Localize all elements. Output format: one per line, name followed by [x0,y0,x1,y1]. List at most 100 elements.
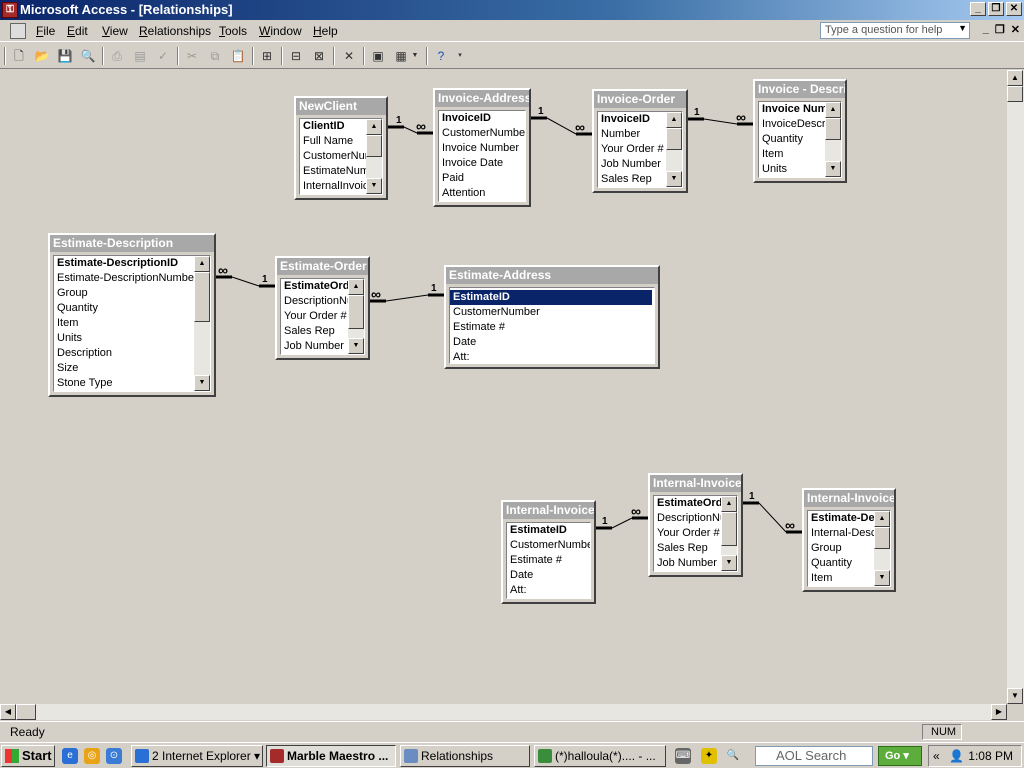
doc-close-button[interactable]: ✕ [1010,24,1020,36]
menu-tools[interactable]: Tools [219,24,248,38]
table-scrollbar[interactable]: ▲▼ [874,511,890,586]
field-item[interactable]: CustomerNumber [442,127,525,139]
field-item[interactable]: InvoiceDescription [762,118,825,130]
menu-file[interactable]: File [36,24,56,38]
table-title[interactable]: NewClient [296,98,386,115]
copy-icon[interactable]: ⧉ [210,49,220,63]
field-item[interactable]: DescriptionNumber [657,512,721,524]
field-item[interactable]: Estimate-DescriptionID [57,257,179,269]
delete-icon[interactable]: ✕ [343,49,355,63]
menu-view[interactable]: View [102,24,128,38]
table-title[interactable]: Invoice-Order [594,91,686,108]
field-item[interactable]: Item [811,572,833,584]
table-title[interactable]: Internal-Invoice-Order [650,475,741,492]
table-title[interactable]: Estimate-Order [277,258,368,275]
field-item[interactable]: EstimateID [510,524,567,536]
field-item[interactable]: ClientID [303,120,345,132]
internet-explorer-icon[interactable]: e [62,748,78,764]
minimize-button[interactable]: _ [970,2,986,16]
table-internal-invoice-order[interactable]: Internal-Invoice-Order EstimateOrdID Des… [648,473,743,577]
table-estimate-description[interactable]: Estimate-Description Estimate-Descriptio… [48,233,216,397]
scroll-left-icon[interactable]: ◀ [0,704,16,720]
table-scrollbar[interactable]: ▲▼ [825,102,841,177]
field-item[interactable]: Att: [453,351,470,363]
table-scrollbar[interactable]: ▲▼ [666,112,682,187]
paste-icon[interactable]: 📋 [230,49,246,63]
task-internet-explorer[interactable]: 2 Internet Explorer ▾ [131,745,263,767]
field-item[interactable]: Attention [442,187,486,199]
field-item[interactable]: InvoiceID [442,112,491,124]
print-preview-icon[interactable]: ▤ [134,49,146,63]
close-button[interactable]: ✕ [1006,2,1022,16]
field-item[interactable]: Invoice Number [762,103,825,115]
show-direct-icon[interactable]: ⊟ [290,49,302,63]
field-item[interactable]: CustomerNumber [510,539,590,551]
field-item[interactable]: Att: [510,584,527,596]
menu-help[interactable]: Help [313,24,338,38]
scroll-down-icon[interactable]: ▼ [1007,688,1023,704]
scroll-up-icon[interactable]: ▲ [1007,70,1023,86]
field-item[interactable]: Invoice Number [442,142,520,154]
table-title[interactable]: Invoice - Description [755,81,845,98]
field-item[interactable]: Size [57,362,79,374]
new-object-icon[interactable]: ▦ [395,49,407,63]
field-item[interactable]: Item [57,317,79,329]
field-item[interactable]: Sales Rep [657,542,708,554]
vertical-scrollbar[interactable]: ▲ ▼ [1007,70,1024,704]
table-estimate-address[interactable]: Estimate-Address EstimateID CustomerNumb… [444,265,660,369]
menu-edit[interactable]: Edit [67,24,88,38]
field-item[interactable]: InternalInvoiceID [303,180,366,192]
field-item[interactable]: Stone Type [57,377,113,389]
clock[interactable]: 1:08 PM [968,749,1013,763]
field-item[interactable]: Date [510,569,534,581]
network-icon[interactable]: ⌨ [675,748,691,764]
show-table-icon[interactable]: ⊞ [261,49,273,63]
table-internal-invoice-description[interactable]: Internal-Invoice-Description Estimate-De… [802,488,896,592]
field-item[interactable]: Estimate-DescriptionNumber [57,272,194,284]
table-title[interactable]: Internal-Invoice-Description [804,490,894,507]
go-button[interactable]: Go ▾ [878,746,922,766]
field-item[interactable]: Job Number [284,340,344,352]
field-item[interactable]: Quantity [811,557,852,569]
field-item[interactable]: EstimateNumber [303,165,366,177]
field-item[interactable]: Invoice Date [442,157,504,169]
access-icon[interactable]: ⚿ [2,2,18,18]
field-item[interactable]: Job Number [657,557,717,569]
field-item[interactable]: EstimateOrdID [284,280,348,292]
save-icon[interactable]: 💾 [57,49,73,63]
tray-expand-icon[interactable]: « [933,749,940,763]
spelling-icon[interactable]: ✓ [157,49,169,63]
new-icon[interactable]: 🗋 [14,49,24,63]
table-scrollbar[interactable]: ▲▼ [194,256,210,391]
table-title[interactable]: Invoice-Address [435,90,529,107]
field-item[interactable]: Estimate-DescriptionID [811,512,874,524]
task-halloula[interactable]: (*)halloula(*).... - ... [534,745,666,767]
field-item[interactable]: Your Order # [601,143,664,155]
field-item[interactable]: Item [762,148,784,160]
chevron-down-icon[interactable]: ▼ [411,52,419,59]
horizontal-scroll-thumb[interactable] [16,704,36,720]
aol-search-input[interactable]: AOL Search [755,746,873,766]
table-estimate-order[interactable]: Estimate-Order EstimateOrdID Description… [275,256,370,360]
field-item[interactable]: Date [453,336,477,348]
field-item[interactable]: CustomerNumber [303,150,366,162]
database-window-icon[interactable]: ▣ [372,49,384,63]
doc-restore-button[interactable]: ❐ [994,24,1005,36]
field-item[interactable]: InvoiceID [601,113,650,125]
field-item[interactable]: Group [811,542,842,554]
print-icon[interactable]: ⎙ [112,49,122,63]
table-scrollbar[interactable]: ▲▼ [348,279,364,354]
field-item[interactable]: Group [57,287,88,299]
outlook-express-icon[interactable]: ◎ [84,748,100,764]
browser-icon[interactable]: ⊙ [106,748,122,764]
search-icon[interactable]: 🔍 [80,49,96,63]
start-button[interactable]: Start [1,745,55,767]
chevron-down-icon[interactable]: ▼ [958,23,967,33]
task-marble-maestro[interactable]: Marble Maestro ... [266,745,396,767]
cut-icon[interactable]: ✂ [186,49,198,63]
field-item[interactable]: Quantity [57,302,98,314]
table-invoice-order[interactable]: Invoice-Order InvoiceID Number Your Orde… [592,89,688,193]
table-scrollbar[interactable]: ▲▼ [366,119,382,194]
scroll-right-icon[interactable]: ▶ [991,704,1007,720]
field-item[interactable]: Number [601,128,641,140]
